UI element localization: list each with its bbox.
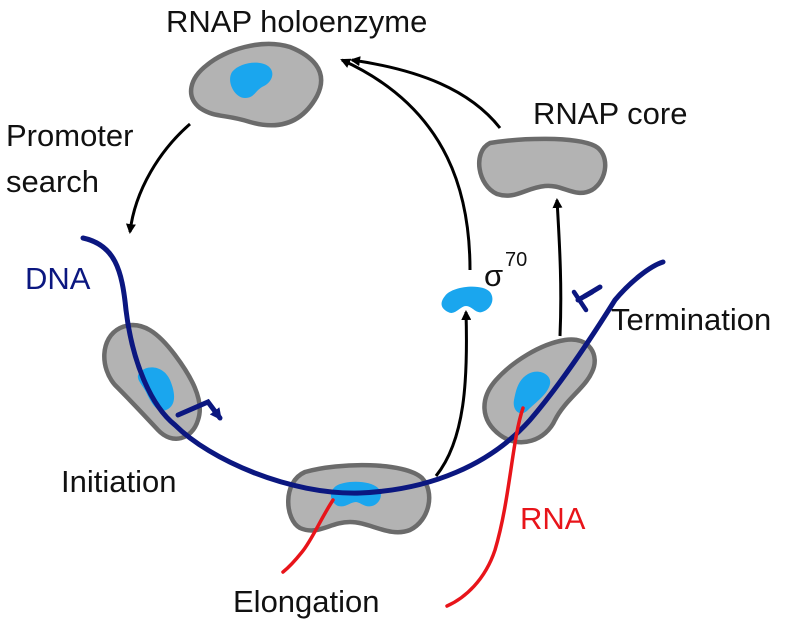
sigma-superscript: 70 [505,249,527,271]
promoter-search-label-line1: Promoter [6,118,133,153]
promoter-start-arrow [175,398,223,421]
elongation-label: Elongation [233,584,380,619]
core-label: RNAP core [533,96,688,131]
rnap-holoenzyme-icon [188,41,324,128]
terminator-icon [571,284,603,313]
arrow-promoter-search [125,122,191,234]
sigma-factor-icon [441,286,493,313]
rnap-elongation-icon [286,462,432,535]
rna-label: RNA [520,501,586,536]
rnap-core-icon [477,136,608,198]
sigma-symbol: σ [484,258,503,293]
rnap-termination-icon [482,337,597,445]
promoter-search-label-line2: search [6,164,99,199]
dna-label: DNA [25,261,91,296]
rnap-initiation-icon [102,322,202,441]
sigma70-label: σ 70 [484,249,527,293]
arrow-core-to-holoenzyme [350,56,502,129]
arrow-termination-release [552,198,563,337]
rna-strand-termination [445,406,525,608]
initiation-label: Initiation [61,464,176,499]
holoenzyme-label: RNAP holoenzyme [166,4,427,39]
arrow-sigma-release [434,310,472,477]
rna-strand-elongation [281,498,335,574]
dna-strand [80,235,666,496]
termination-label: Termination [611,302,771,337]
arrow-sigma-to-holoenzyme [340,58,472,271]
